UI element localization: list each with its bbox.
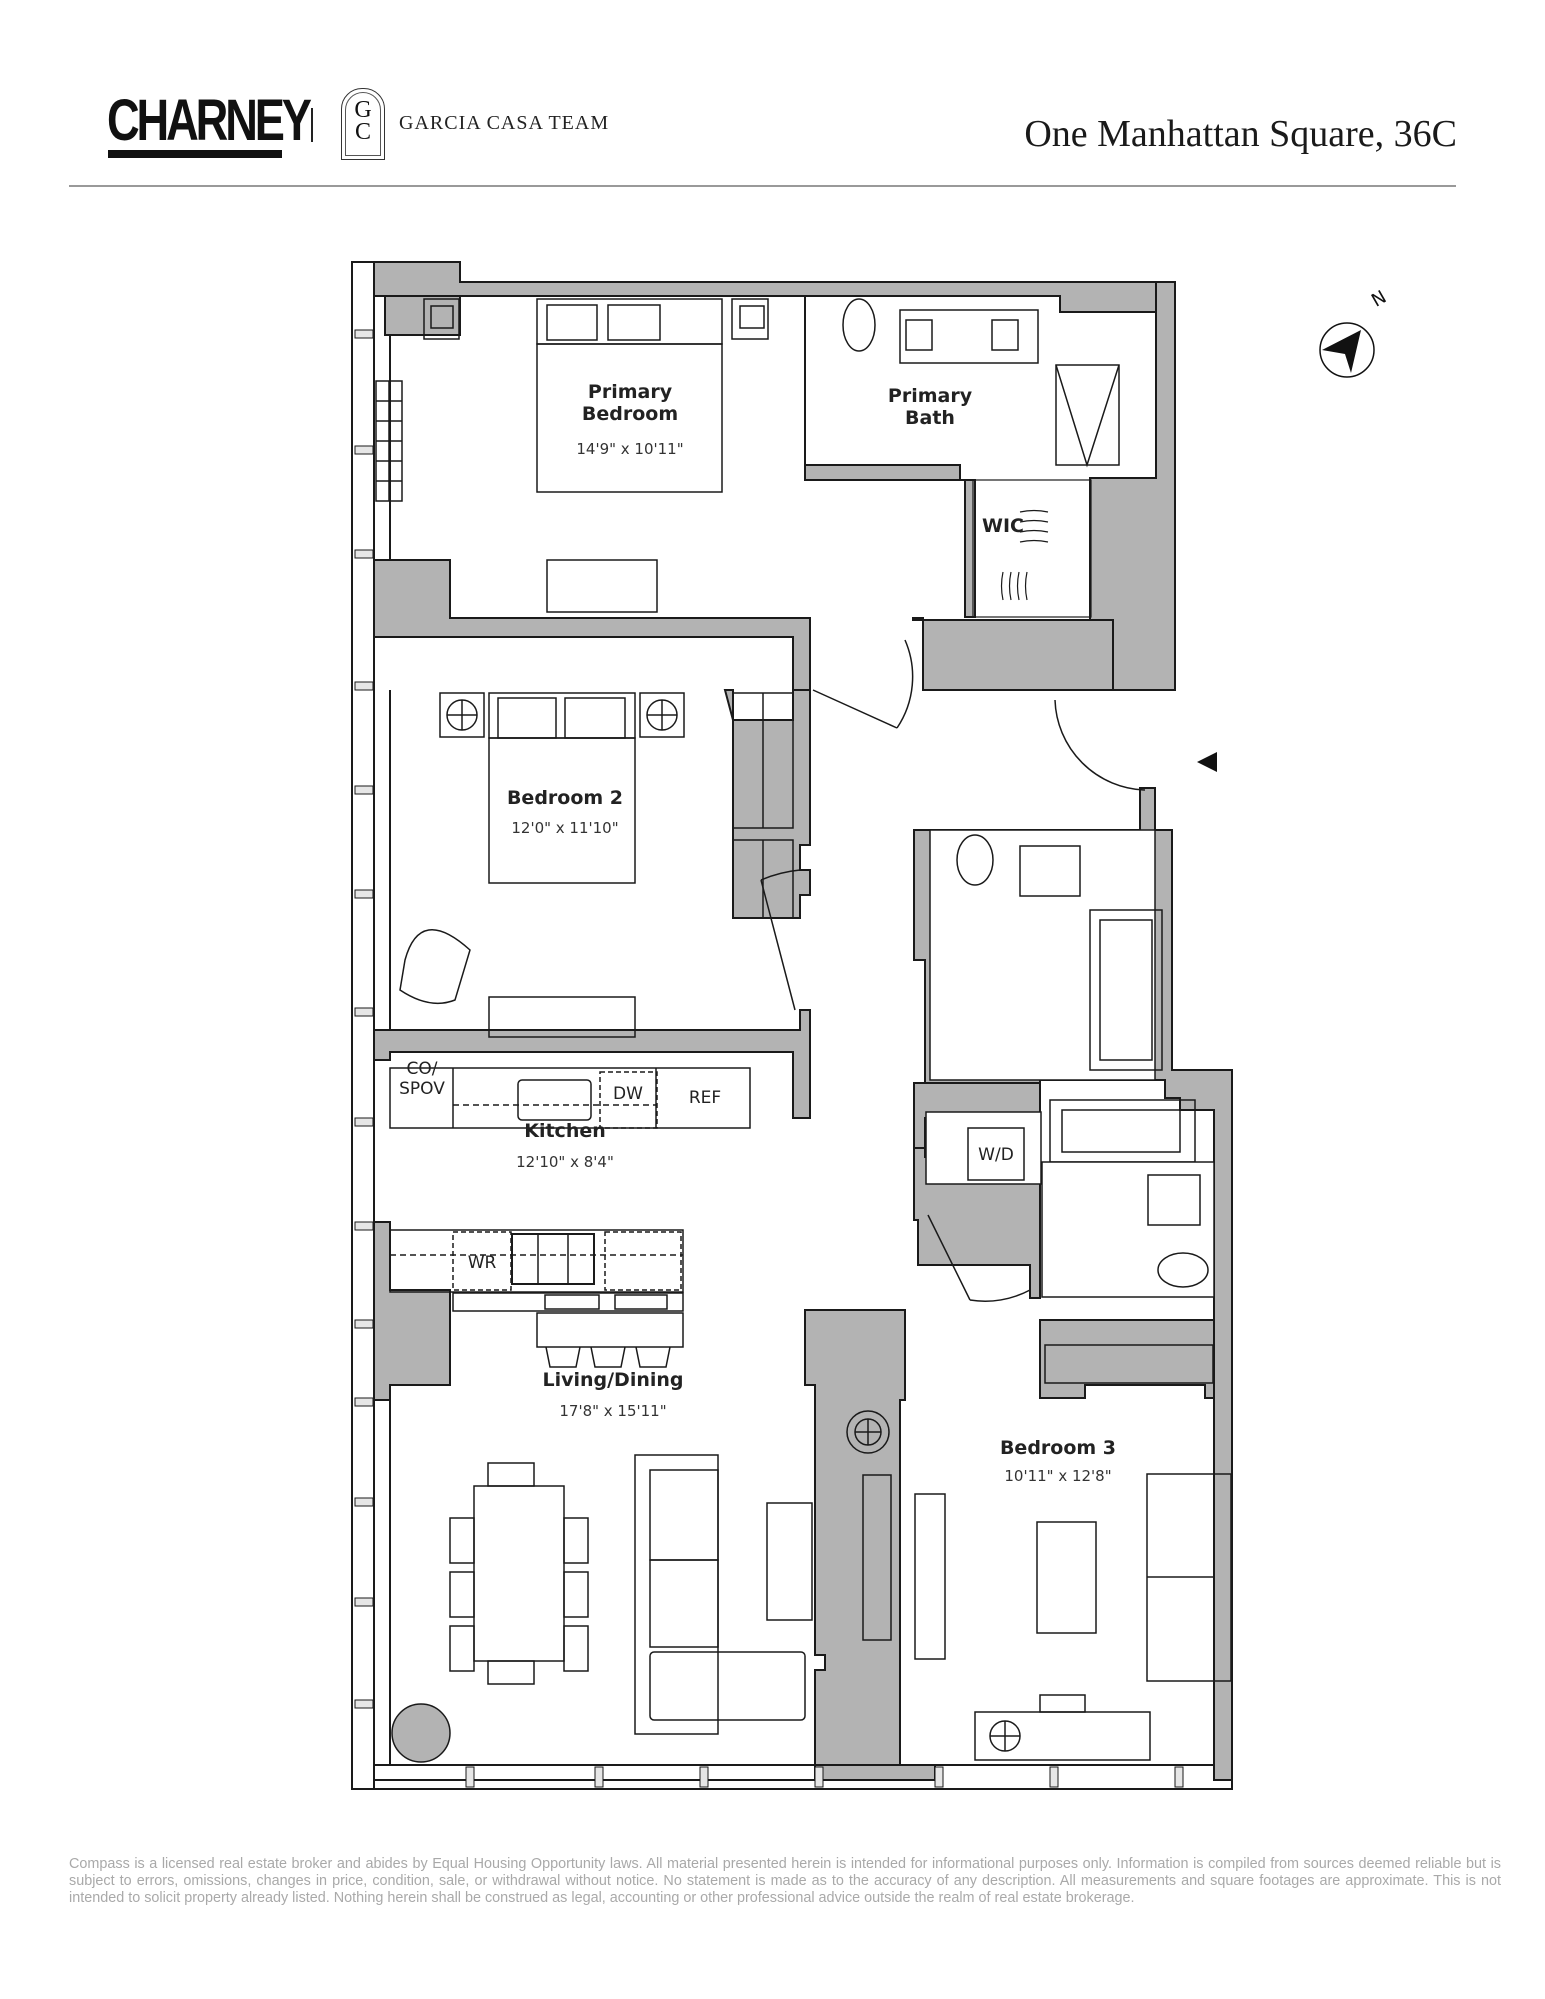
team-name: GARCIA CASA TEAM [399, 112, 610, 134]
living-dining-furniture [391, 1410, 892, 1763]
outer-walls [351, 262, 1233, 1790]
refrigerator-label: REF [689, 1088, 721, 1108]
wic-shelving [972, 479, 1092, 618]
living-dining-dimensions: 17'8" x 15'11" [559, 1402, 666, 1420]
doors [760, 639, 1146, 1302]
living-dining-label: Living/Dining [542, 1369, 683, 1391]
bedroom-2-dimensions: 12'0" x 11'10" [511, 819, 618, 837]
primary-bedroom-dimensions: 14'9" x 10'11" [576, 440, 683, 458]
bedroom-3-dimensions: 10'11" x 12'8" [1004, 1467, 1111, 1485]
primary-bath-label-2: Bath [905, 407, 955, 429]
kitchen-label: Kitchen [524, 1120, 606, 1142]
charney-logo: CHARNEY [107, 88, 312, 153]
charney-logo-underline [108, 150, 282, 158]
primary-bedroom-furniture [375, 298, 769, 613]
bedroom-3-furniture [914, 1473, 1232, 1761]
primary-bedroom-label-2: Bedroom [582, 403, 678, 425]
entry-triangle-icon [1197, 752, 1217, 772]
logo-separator [311, 108, 313, 142]
dishwasher-label: DW [613, 1084, 643, 1104]
north-arrow-icon: N [1319, 287, 1390, 378]
hall-bath-fixtures [925, 829, 1215, 1384]
co-spov-label-2: SPOV [399, 1079, 445, 1099]
kitchen-dimensions: 12'10" x 8'4" [516, 1153, 614, 1171]
header-divider [69, 185, 1456, 187]
co-spov-label-1: CO/ [407, 1059, 438, 1079]
primary-bath-label-1: Primary [888, 385, 973, 407]
washer-dryer-label: W/D [978, 1145, 1014, 1165]
kitchen-fixtures [389, 1067, 751, 1368]
wine-refrigerator-label: WR [468, 1253, 497, 1273]
bedroom-2-furniture [399, 692, 794, 1038]
room-labels: Primary Bedroom 14'9" x 10'11" Primary B… [507, 381, 1116, 1485]
north-label: N [1368, 287, 1390, 312]
unit-title: One Manhattan Square, 36C [1024, 113, 1457, 155]
legal-disclaimer: Compass is a licensed real estate broker… [69, 1856, 1501, 1906]
primary-bath-fixtures [842, 298, 1120, 468]
wic-label: WIC [982, 515, 1024, 537]
fixture-labels: CO/ SPOV DW REF WR W/D [399, 1059, 1014, 1273]
window-mullions [354, 329, 1184, 1788]
bedroom-3-label: Bedroom 3 [1000, 1437, 1116, 1459]
primary-bedroom-label-1: Primary [588, 381, 673, 403]
bedroom-2-label: Bedroom 2 [507, 787, 623, 809]
